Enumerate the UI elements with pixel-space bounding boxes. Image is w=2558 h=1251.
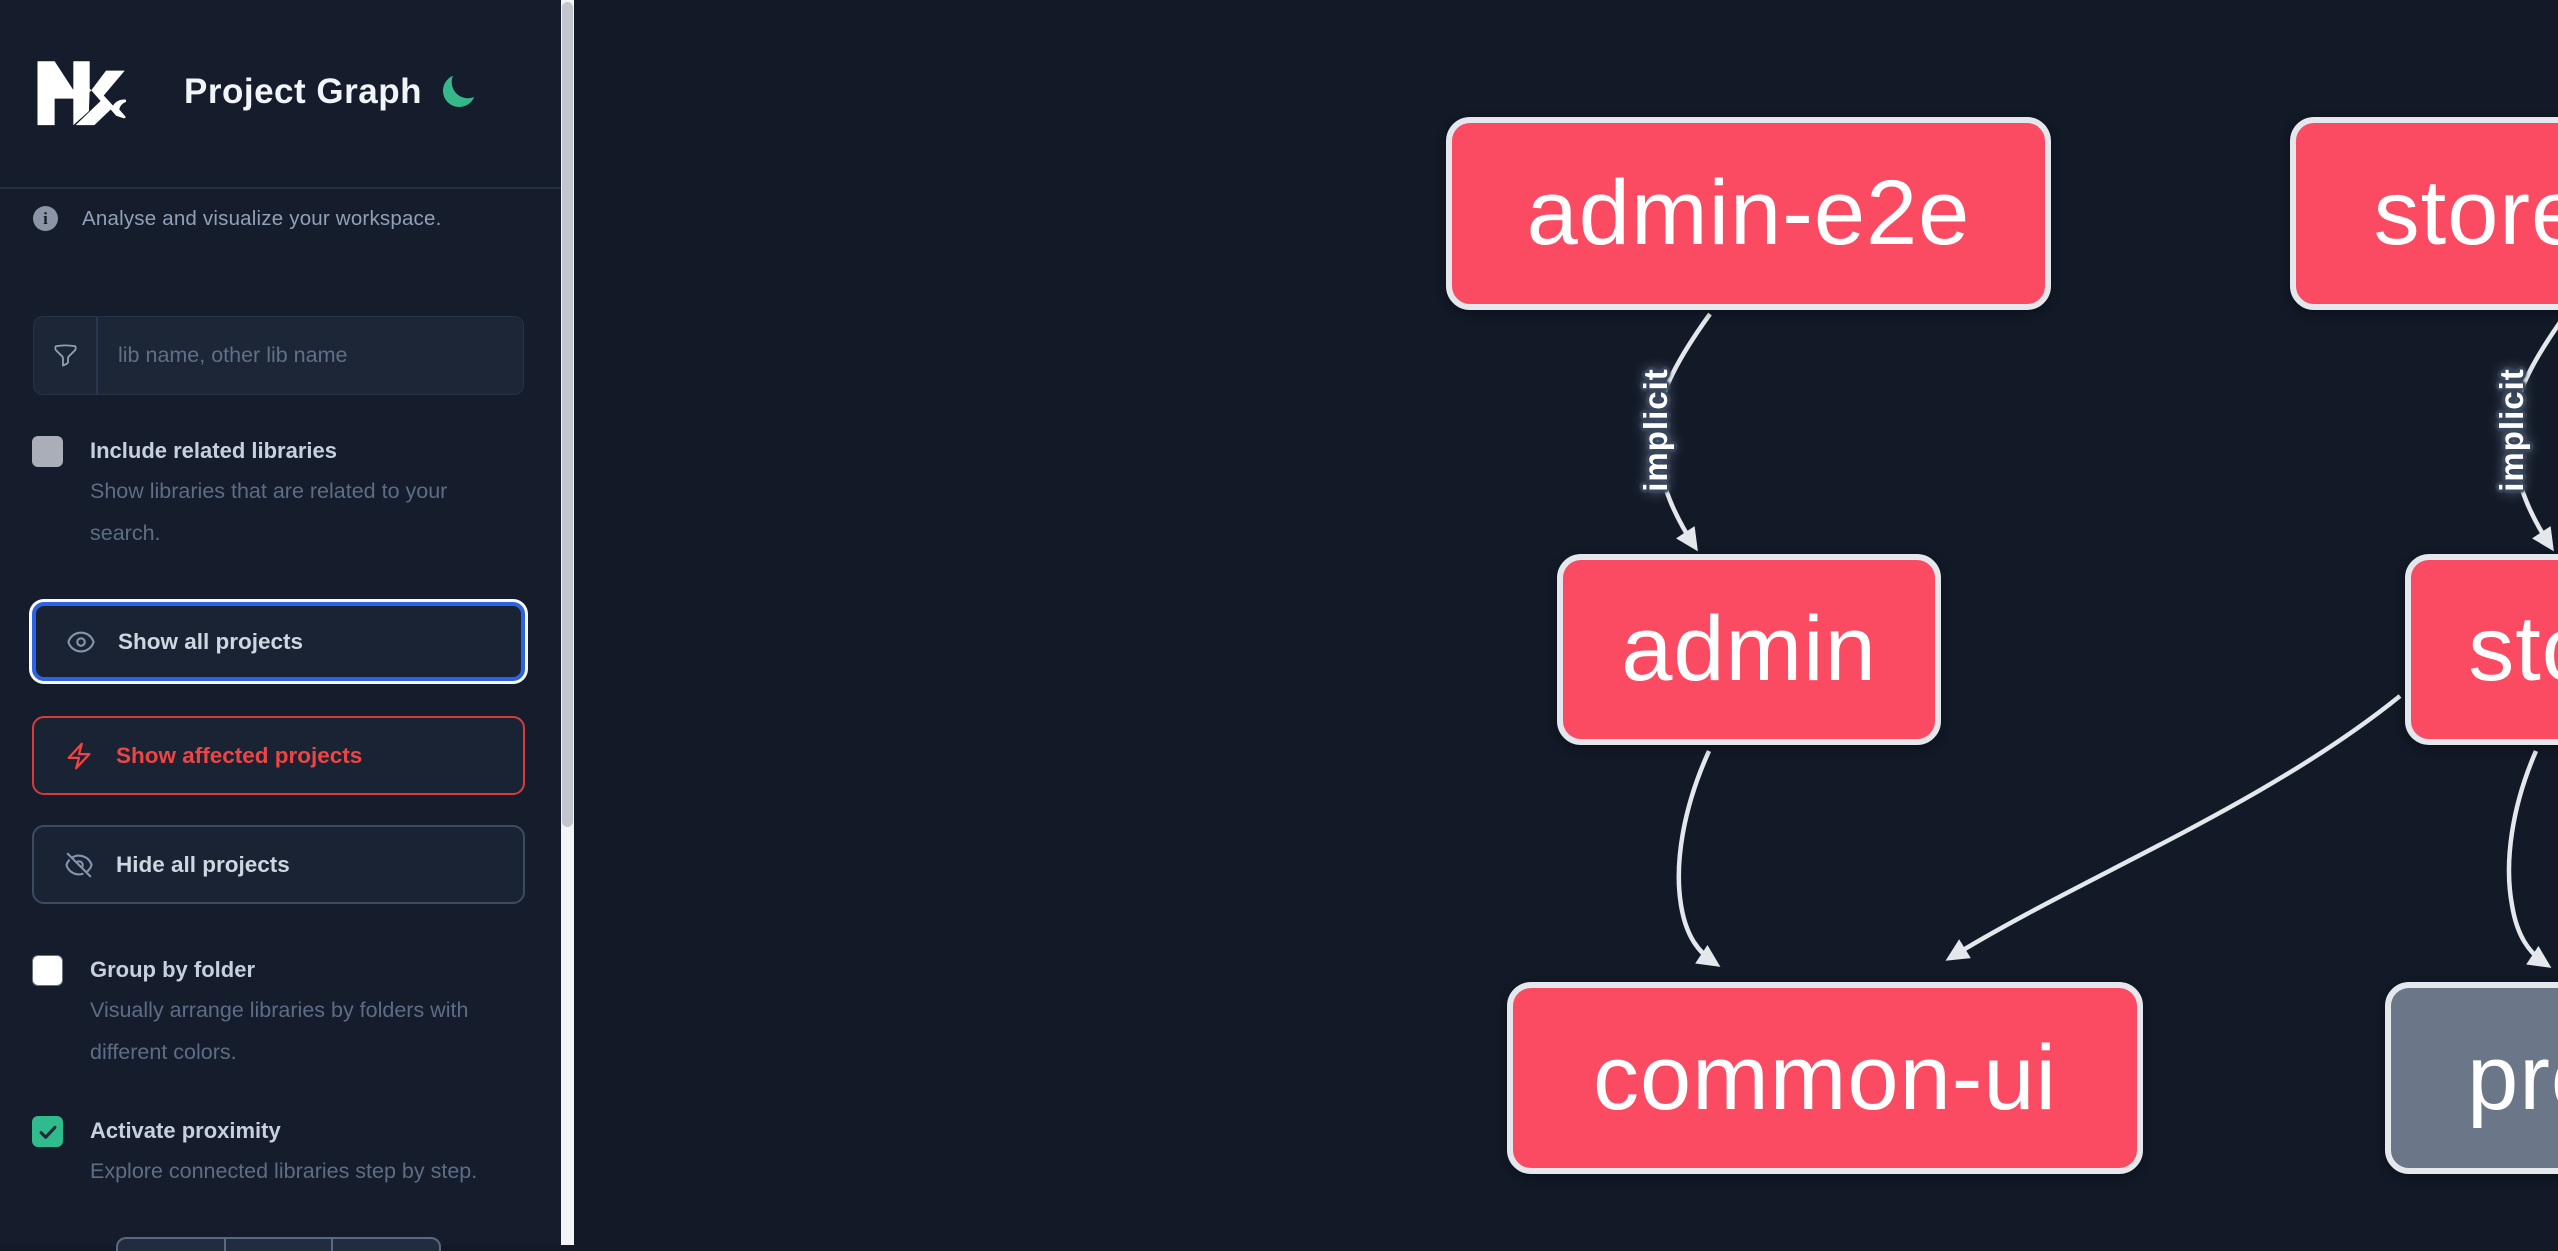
toggle-include-related[interactable]: Include related libraries Show libraries… — [32, 434, 512, 554]
node-label: common-ui — [1592, 1026, 2057, 1129]
node-label: products — [2467, 1026, 2558, 1129]
edge-label-implicit: implicit — [1637, 368, 1674, 492]
stepper-value — [223, 1239, 332, 1251]
search-box — [33, 316, 524, 395]
button-label: Hide all projects — [116, 851, 290, 877]
toggle-activate-proximity[interactable]: Activate proximity Explore connected lib… — [32, 1114, 512, 1192]
nx-logo-icon — [37, 61, 126, 126]
sidebar-scrollbar-thumb[interactable] — [562, 2, 573, 827]
toggle-description: Show libraries that are related to your … — [90, 479, 448, 545]
toggle-label: Group by folder — [90, 957, 255, 982]
button-label: Show affected projects — [116, 742, 363, 768]
graph-node-common-ui[interactable]: common-ui — [1507, 982, 2143, 1174]
stepper-decrement[interactable] — [118, 1239, 224, 1251]
checkbox-checked[interactable] — [32, 1116, 63, 1147]
toggle-description: Explore connected libraries step by step… — [90, 1159, 478, 1183]
funnel-icon — [53, 344, 77, 367]
proximity-depth-stepper[interactable] — [116, 1237, 441, 1251]
info-icon: i — [33, 206, 58, 231]
toggle-label: Include related libraries — [90, 438, 337, 463]
node-label: admin-e2e — [1526, 162, 1971, 264]
edge-store-common-ui — [1945, 694, 2402, 961]
graph-canvas[interactable]: implicit implicit admin-e2e store-e2e ad… — [574, 0, 2558, 1245]
node-label: admin — [1621, 598, 1877, 700]
stepper-increment[interactable] — [331, 1239, 439, 1251]
toggle-label: Activate proximity — [90, 1118, 281, 1143]
node-label: store — [2468, 598, 2558, 700]
tagline-text: Analyse and visualize your workspace. — [82, 206, 442, 230]
graph-node-admin[interactable]: admin — [1557, 554, 1941, 745]
graph-node-store-e2e[interactable]: store-e2e — [2290, 117, 2558, 310]
edge-store-products — [2506, 750, 2552, 968]
toggle-group-by-folder[interactable]: Group by folder Visually arrange librari… — [32, 953, 512, 1073]
button-label: Show all projects — [118, 628, 304, 654]
sidebar-header: Project Graph — [30, 52, 530, 132]
toggle-description: Visually arrange libraries by folders wi… — [90, 998, 469, 1064]
graph-node-products[interactable]: products — [2385, 982, 2558, 1174]
header-divider — [0, 187, 561, 189]
check-icon — [39, 1125, 56, 1139]
theme-toggle-button[interactable] — [438, 72, 478, 112]
edge-admin-common-ui — [1676, 750, 1721, 967]
checkbox-unchecked[interactable] — [32, 436, 63, 467]
node-label: store-e2e — [2373, 162, 2558, 264]
tagline-row: i Analyse and visualize your workspace. — [33, 206, 533, 231]
search-input[interactable] — [98, 317, 523, 394]
moon-icon — [443, 75, 475, 107]
sidebar-scrollbar-track[interactable] — [561, 0, 574, 1245]
bolt-icon — [67, 742, 91, 769]
sidebar: Project Graph i Analyse and visualize yo… — [0, 0, 561, 1251]
eye-icon — [67, 631, 95, 652]
filter-iconseg — [34, 317, 98, 394]
page-title: Project Graph — [184, 72, 422, 111]
graph-node-store[interactable]: store — [2405, 554, 2558, 745]
edge-label-implicit: implicit — [2493, 368, 2530, 492]
hide-all-projects-button[interactable]: Hide all projects — [32, 825, 525, 904]
checkbox-unchecked[interactable] — [32, 955, 63, 986]
show-affected-projects-button[interactable]: Show affected projects — [32, 716, 525, 795]
eye-slash-icon — [65, 852, 93, 877]
show-all-projects-button[interactable]: Show all projects — [32, 602, 525, 681]
graph-node-admin-e2e[interactable]: admin-e2e — [1446, 117, 2051, 310]
